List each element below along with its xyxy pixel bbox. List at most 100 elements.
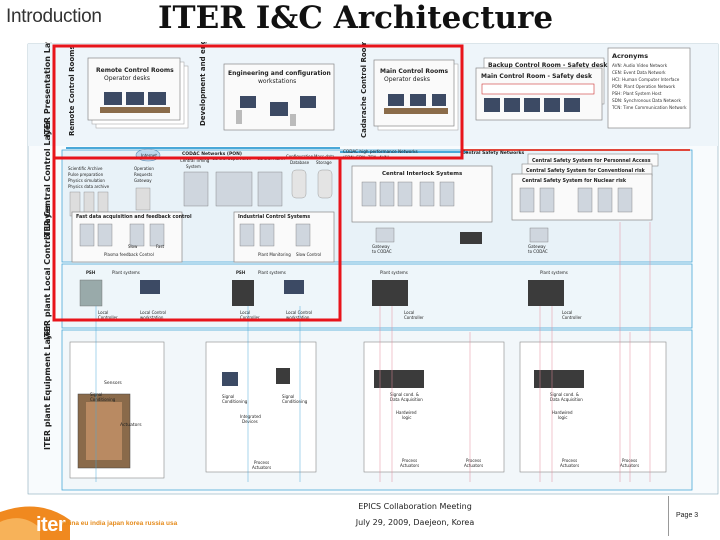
- logo-text: iter: [36, 514, 66, 536]
- central-safety-systems: Central Safety System for Personnel Acce…: [511, 153, 659, 221]
- svg-text:Local: Local: [404, 310, 414, 315]
- local-layer-label: ITER plant Local Control Layer: [43, 204, 52, 340]
- central-layer-label: ITER Central Control Layer: [43, 121, 52, 240]
- svg-text:Actuators: Actuators: [400, 463, 419, 468]
- remote-rooms-label: Remote Control Rooms: [68, 45, 76, 136]
- fast-daq-box: Fast data acquisition and feedback contr…: [71, 211, 192, 263]
- svg-text:System: System: [186, 164, 201, 169]
- svg-text:Controller: Controller: [240, 315, 260, 320]
- architecture-diagram: ITER Presentation Layer ITER Central Con…: [27, 42, 719, 495]
- svg-text:Database: Database: [290, 160, 310, 165]
- svg-text:Integrated: Integrated: [240, 414, 261, 419]
- svg-text:Process: Process: [402, 458, 417, 463]
- svg-text:Controller: Controller: [562, 315, 582, 320]
- svg-text:Operator desks: Operator desks: [104, 75, 150, 82]
- svg-text:Local: Local: [240, 310, 250, 315]
- acronym-item: TCN: Time Communication Network: [611, 105, 687, 110]
- svg-text:Process: Process: [562, 458, 577, 463]
- safety-network-label: Central Safety Networks: [462, 150, 524, 156]
- svg-text:Actuators: Actuators: [560, 463, 579, 468]
- acronyms-box: Acronyms AVN: Audio Video Network CEN: E…: [607, 47, 691, 129]
- event-name: EPICS Collaboration Meeting: [358, 502, 472, 511]
- svg-text:Local: Local: [562, 310, 572, 315]
- engineering-card: Engineering and configuration workstatio…: [223, 63, 335, 131]
- svg-text:Pulse preparation: Pulse preparation: [68, 172, 104, 177]
- svg-text:Signal: Signal: [222, 394, 234, 399]
- iter-logo: [0, 506, 70, 540]
- svg-text:Actuators: Actuators: [464, 463, 483, 468]
- svg-text:Data Acquisition: Data Acquisition: [390, 397, 423, 402]
- acronym-item: PON: Plant Operation Network: [612, 84, 676, 89]
- acronym-item: PSH: Plant System Host: [612, 91, 662, 96]
- svg-text:Physics data archive: Physics data archive: [68, 184, 110, 189]
- svg-text:Local: Local: [98, 310, 108, 315]
- svg-text:Process: Process: [466, 458, 481, 463]
- svg-text:Signal cond. &: Signal cond. &: [550, 392, 579, 397]
- svg-text:workstations: workstations: [258, 78, 296, 85]
- svg-text:Conditioning: Conditioning: [222, 399, 248, 404]
- svg-text:Main Control Rooms: Main Control Rooms: [380, 68, 448, 75]
- svg-text:workstation: workstation: [140, 315, 164, 320]
- svg-text:logic: logic: [558, 415, 567, 420]
- svg-text:Signal cond. &: Signal cond. &: [390, 392, 419, 397]
- svg-text:Fast: Fast: [156, 244, 164, 249]
- svg-text:Slow: Slow: [128, 244, 138, 249]
- svg-text:Central Timing: Central Timing: [180, 158, 210, 163]
- acronym-item: CEN: Event Data Network: [612, 70, 666, 75]
- member-countries: china eu india japan korea russia usa: [62, 520, 178, 527]
- svg-text:Conditioning: Conditioning: [90, 397, 116, 402]
- svg-text:Actuators: Actuators: [252, 465, 271, 470]
- svg-text:Scientific Archive: Scientific Archive: [68, 166, 103, 171]
- svg-text:Central Safety System for Conv: Central Safety System for Conventional r…: [526, 168, 646, 174]
- svg-text:Industrial Control Systems: Industrial Control Systems: [238, 214, 310, 220]
- svg-text:Controller: Controller: [98, 315, 118, 320]
- svg-text:to CODAC: to CODAC: [528, 249, 548, 254]
- presentation-layer-label: ITER Presentation Layer: [43, 42, 52, 137]
- svg-text:Slow Control: Slow Control: [296, 252, 321, 257]
- svg-text:to CODAC: to CODAC: [372, 249, 392, 254]
- svg-text:Local Control: Local Control: [140, 310, 166, 315]
- interlock-label: Central Interlock Systems: [382, 171, 463, 177]
- remote-rooms-card: Remote Control Rooms Operator desks: [87, 57, 189, 129]
- svg-text:Devices: Devices: [242, 419, 258, 424]
- svg-text:Central Safety System for Pers: Central Safety System for Personnel Acce…: [532, 158, 651, 164]
- page-number: Page 3: [668, 496, 718, 536]
- svg-text:Operation: Operation: [134, 166, 154, 171]
- acronym-item: SDN: Synchronous Data Network: [612, 98, 681, 103]
- svg-text:Actuators: Actuators: [120, 422, 142, 428]
- svg-text:Plant Monitoring: Plant Monitoring: [258, 252, 291, 257]
- svg-text:Gateway: Gateway: [528, 244, 546, 249]
- section-label: Introduction: [6, 6, 102, 27]
- svg-text:Actuators: Actuators: [620, 463, 639, 468]
- svg-text:logic: logic: [402, 415, 411, 420]
- svg-text:Operator desks: Operator desks: [384, 76, 430, 83]
- svg-text:Conditioning: Conditioning: [282, 399, 308, 404]
- svg-text:Remote Control Rooms: Remote Control Rooms: [96, 67, 174, 74]
- svg-text:Requests: Requests: [134, 172, 152, 177]
- highlight-frame-left: [52, 158, 342, 322]
- equipment-layer-label: ITER plant Equipment Layer: [43, 325, 52, 450]
- svg-text:Process: Process: [254, 460, 269, 465]
- svg-text:Plant systems: Plant systems: [540, 270, 568, 275]
- gateways: Gateway to CODAC Gateway to CODAC: [372, 227, 549, 254]
- internet-label: Internet: [141, 153, 157, 158]
- svg-text:Sensors: Sensors: [104, 380, 122, 386]
- svg-text:Main Control Room - Safety des: Main Control Room - Safety desk: [481, 73, 593, 80]
- footer-bar: [0, 498, 720, 540]
- svg-text:workstation: workstation: [286, 315, 310, 320]
- svg-text:Local Control: Local Control: [286, 310, 312, 315]
- svg-text:Hardwired: Hardwired: [396, 410, 417, 415]
- svg-text:Engineering and configuration: Engineering and configuration: [228, 70, 331, 77]
- svg-text:Signal: Signal: [282, 394, 294, 399]
- svg-text:Physics simulation: Physics simulation: [68, 178, 105, 183]
- highlight-frame-top: [52, 44, 464, 160]
- industrial-box: Industrial Control Systems Plant Monitor…: [233, 211, 335, 263]
- svg-text:Gateway: Gateway: [372, 244, 390, 249]
- svg-text:Gateway: Gateway: [134, 178, 152, 183]
- svg-text:Hardwired: Hardwired: [552, 410, 573, 415]
- svg-text:Plant systems: Plant systems: [258, 270, 286, 275]
- cadarache-rooms-label: Cadarache Control Rooms: [360, 42, 368, 138]
- page-title: ITER I&C Architecture: [158, 0, 554, 36]
